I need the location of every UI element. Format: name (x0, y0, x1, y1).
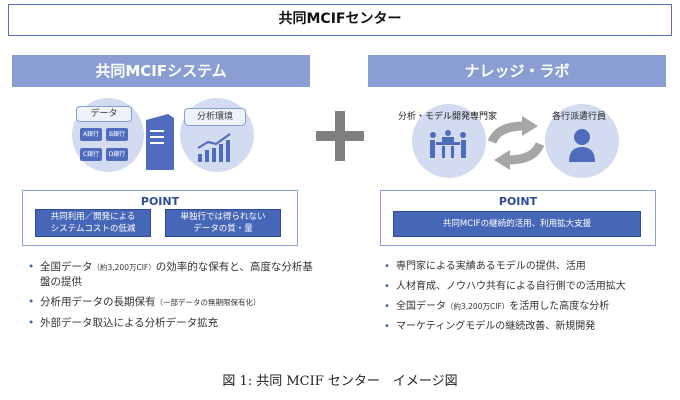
point-cost-reduction: 共同利用／開発によるシステムコストの低減 (35, 209, 151, 237)
bullet-text: 全国データ (40, 261, 93, 273)
analysis-label: 分析環境 (184, 108, 246, 126)
meeting-icon (430, 130, 466, 158)
knowledge-lab-header: ナレッジ・ラボ (368, 55, 666, 87)
plus-icon-vertical (335, 111, 345, 161)
bullet-item: 分析用データの長期保有（一部データの無期限保有化） (28, 295, 318, 310)
cycle-arrows-icon (487, 116, 545, 170)
bullet-text: の効率的な保有と、高度な分析基盤の提供 (40, 261, 313, 288)
mcif-system-header: 共同MCIFシステム (12, 55, 310, 87)
point-line: データの質・量 (193, 224, 253, 234)
data-label: データ (76, 106, 132, 122)
bullet-note: （約3,200万CIF） (92, 263, 156, 272)
bullet-text: 分析用データの長期保有 (40, 296, 156, 308)
bullet-text: 人材育成、ノウハウ共有による自行側での活用拡大 (396, 281, 626, 292)
right-point-box: POINT 共同MCIFの継続的活用、利用拡大支援 (380, 190, 656, 246)
growth-chart-icon (197, 133, 231, 162)
expert-label: 分析・モデル開発専門家 (398, 112, 498, 122)
bullet-note: （約3,200万CIF） (446, 302, 510, 311)
point-line: システムコストの低減 (50, 224, 136, 234)
bank-d: D銀行 (106, 148, 128, 161)
point-title: POINT (140, 195, 180, 208)
point-data-quality: 単独行では得られないデータの質・量 (165, 209, 281, 237)
center-title: 共同MCIFセンター (8, 4, 672, 36)
bullet-item: 外部データ取込による分析データ拡充 (28, 316, 318, 330)
bank-b: B銀行 (106, 128, 128, 141)
left-point-box: POINT 共同利用／開発によるシステムコストの低減 単独行では得られないデータ… (22, 190, 298, 246)
bullet-text: 外部データ取込による分析データ拡充 (40, 317, 219, 329)
bullet-item: 専門家による実績あるモデルの提供、活用 (384, 260, 680, 274)
bullet-text: を活用した高度な分析 (509, 301, 610, 312)
bullet-text: 全国データ (396, 301, 446, 312)
staff-label: 各行派遣行員 (552, 112, 607, 122)
point-support: 共同MCIFの継続的活用、利用拡大支援 (393, 211, 641, 237)
bullet-text: 専門家による実績あるモデルの提供、活用 (396, 261, 586, 272)
person-icon (569, 129, 595, 162)
point-line: 単独行では得られない (180, 212, 266, 222)
left-bullets: 全国データ（約3,200万CIF）の効率的な保有と、高度な分析基盤の提供 分析用… (28, 260, 318, 336)
server-icon (146, 114, 174, 170)
bank-c: C銀行 (80, 148, 102, 161)
figure-caption: 図 1: 共同 MCIF センター イメージ図 (222, 374, 458, 389)
bank-a: A銀行 (80, 128, 102, 141)
bullet-note: （一部データの無期限保有化） (155, 298, 261, 307)
point-line: 共同利用／開発による (50, 212, 136, 222)
bullet-item: 人材育成、ノウハウ共有による自行側での活用拡大 (384, 280, 680, 294)
bullet-item: マーケティングモデルの継続改善、新規開発 (384, 320, 680, 334)
point-title: POINT (498, 195, 538, 208)
right-bullets: 専門家による実績あるモデルの提供、活用 人材育成、ノウハウ共有による自行側での活… (384, 260, 680, 340)
bullet-item: 全国データ（約3,200万CIF）の効率的な保有と、高度な分析基盤の提供 (28, 260, 318, 289)
bullet-text: マーケティングモデルの継続改善、新規開発 (396, 321, 596, 332)
bullet-item: 全国データ（約3,200万CIF）を活用した高度な分析 (384, 300, 680, 314)
